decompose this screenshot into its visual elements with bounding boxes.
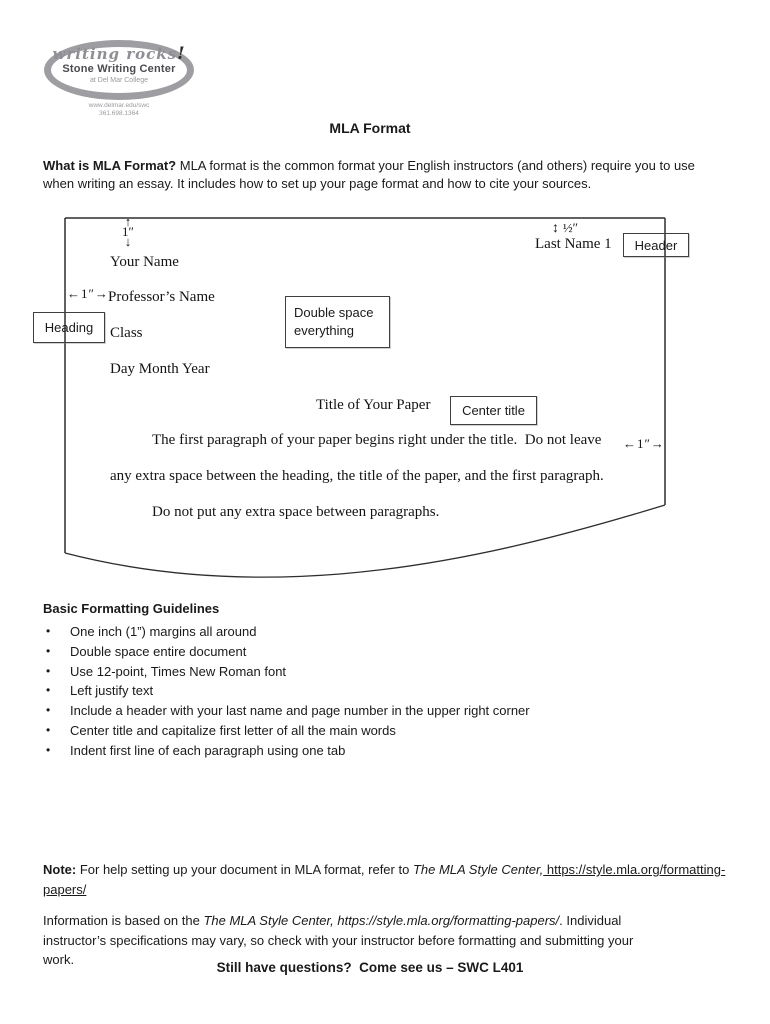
intro-lead: What is MLA Format? xyxy=(43,158,177,173)
arrow-left-icon: ← xyxy=(67,286,81,301)
logo-ellipse-inner xyxy=(51,47,187,93)
logo-tagline: at Del Mar College xyxy=(90,77,148,84)
guidelines-list: • One inch (1”) margins all around • Dou… xyxy=(46,622,686,761)
left-margin-arrow: ←1″→ xyxy=(67,286,109,302)
top-margin-arrow: ↑ 1″ ↓ xyxy=(118,214,138,249)
logo-website: www.delmar.edu/swc xyxy=(88,102,150,109)
bullet-icon: • xyxy=(46,683,51,698)
sample-your-name: Your Name xyxy=(110,254,179,270)
bullet-icon: • xyxy=(46,742,51,757)
header-margin-value: ½″ xyxy=(562,220,579,235)
sample-paper-title: Title of Your Paper xyxy=(316,397,431,413)
guideline-text: Center title and capitalize first letter… xyxy=(70,722,396,738)
note-body: For help setting up your document in MLA… xyxy=(76,862,413,877)
header-callout: Header xyxy=(623,233,689,257)
footer-text: Still have questions? Come see us – SWC … xyxy=(216,960,524,975)
arrow-updown-icon: ↕ xyxy=(552,219,559,235)
sample-date: Day Month Year xyxy=(110,361,210,377)
logo-center-name: Stone Writing Center xyxy=(62,63,176,75)
guideline-item: • Double space entire document xyxy=(46,642,686,662)
guideline-item: • Center title and capitalize first lett… xyxy=(46,721,686,741)
guidelines-heading: Basic Formatting Guidelines xyxy=(43,601,220,616)
arrow-left-icon: ← xyxy=(623,436,637,451)
logo-exclamation: ! xyxy=(177,44,186,64)
left-margin-value: 1″ xyxy=(81,286,95,301)
note-source: The MLA Style Center, xyxy=(412,862,544,877)
guideline-item: • One inch (1”) margins all around xyxy=(46,622,686,642)
sample-paragraph1-line1: The first paragraph of your paper begins… xyxy=(152,432,602,448)
mla-style-center-link[interactable]: https://style.mla.org/formatting-papers/ xyxy=(43,862,726,897)
sample-professor-name: Professor’s Name xyxy=(108,289,215,305)
logo-script-text: writing rocks! xyxy=(44,44,194,64)
guideline-text: Include a header with your last name and… xyxy=(70,703,530,719)
sample-last-name: Last Name 1 xyxy=(535,236,612,252)
logo-script-words: writing rocks xyxy=(52,45,178,63)
info-lead: Information is based on the xyxy=(43,913,204,928)
double-space-callout: Double space everything xyxy=(285,296,390,348)
right-margin-value: 1″ xyxy=(637,436,651,451)
guideline-text: Indent first line of each paragraph usin… xyxy=(70,742,346,758)
intro-body: MLA format is the common format your Eng… xyxy=(43,158,695,191)
heading-callout: Heading xyxy=(33,312,105,343)
guideline-text: Use 12-point, Times New Roman font xyxy=(70,663,287,679)
guideline-item: • Left justify text xyxy=(46,681,686,701)
bullet-icon: • xyxy=(46,722,51,737)
guideline-text: Left justify text xyxy=(70,683,154,699)
guideline-item: • Include a header with your last name a… xyxy=(46,701,686,721)
guideline-item: • Indent first line of each paragraph us… xyxy=(46,741,686,761)
arrow-up-icon: ↑ xyxy=(124,214,132,229)
stone-writing-center-logo: writing rocks! Stone Writing Center at D… xyxy=(44,40,196,120)
note-paragraph: Note: For help setting up your document … xyxy=(43,860,745,900)
info-paragraph: Information is based on the The MLA Styl… xyxy=(43,911,663,970)
top-margin-value: 1″ xyxy=(122,224,134,239)
arrow-down-icon: ↓ xyxy=(124,234,132,249)
logo-phone: 361.698.1364 xyxy=(99,110,139,117)
right-margin-arrow: ←1″→ xyxy=(623,436,665,452)
arrow-right-icon: → xyxy=(94,286,109,301)
guideline-text: Double space entire document xyxy=(70,643,247,659)
page-title: MLA Format xyxy=(329,120,411,136)
intro-paragraph: What is MLA Format? MLA format is the co… xyxy=(43,157,703,192)
sample-class: Class xyxy=(110,325,143,341)
bullet-icon: • xyxy=(46,703,51,718)
sample-paragraph1-line2: any extra space between the heading, the… xyxy=(110,468,604,484)
guideline-item: • Use 12-point, Times New Roman font xyxy=(46,662,686,682)
logo-ellipse xyxy=(44,40,194,100)
bullet-icon: • xyxy=(46,643,51,658)
info-rest: . Individual instructor’s specifications… xyxy=(43,913,634,967)
guideline-text: One inch (1”) margins all around xyxy=(70,624,257,639)
arrow-right-icon: → xyxy=(650,436,665,451)
note-label: Note: xyxy=(43,862,77,877)
bullet-icon: • xyxy=(46,624,51,638)
center-title-callout: Center title xyxy=(450,396,537,425)
sample-paragraph2: Do not put any extra space between parag… xyxy=(152,504,440,520)
bullet-icon: • xyxy=(46,663,51,678)
header-margin-annotation: ↕ ½″ xyxy=(552,219,578,236)
info-citation: The MLA Style Center, https://style.mla.… xyxy=(203,913,560,928)
